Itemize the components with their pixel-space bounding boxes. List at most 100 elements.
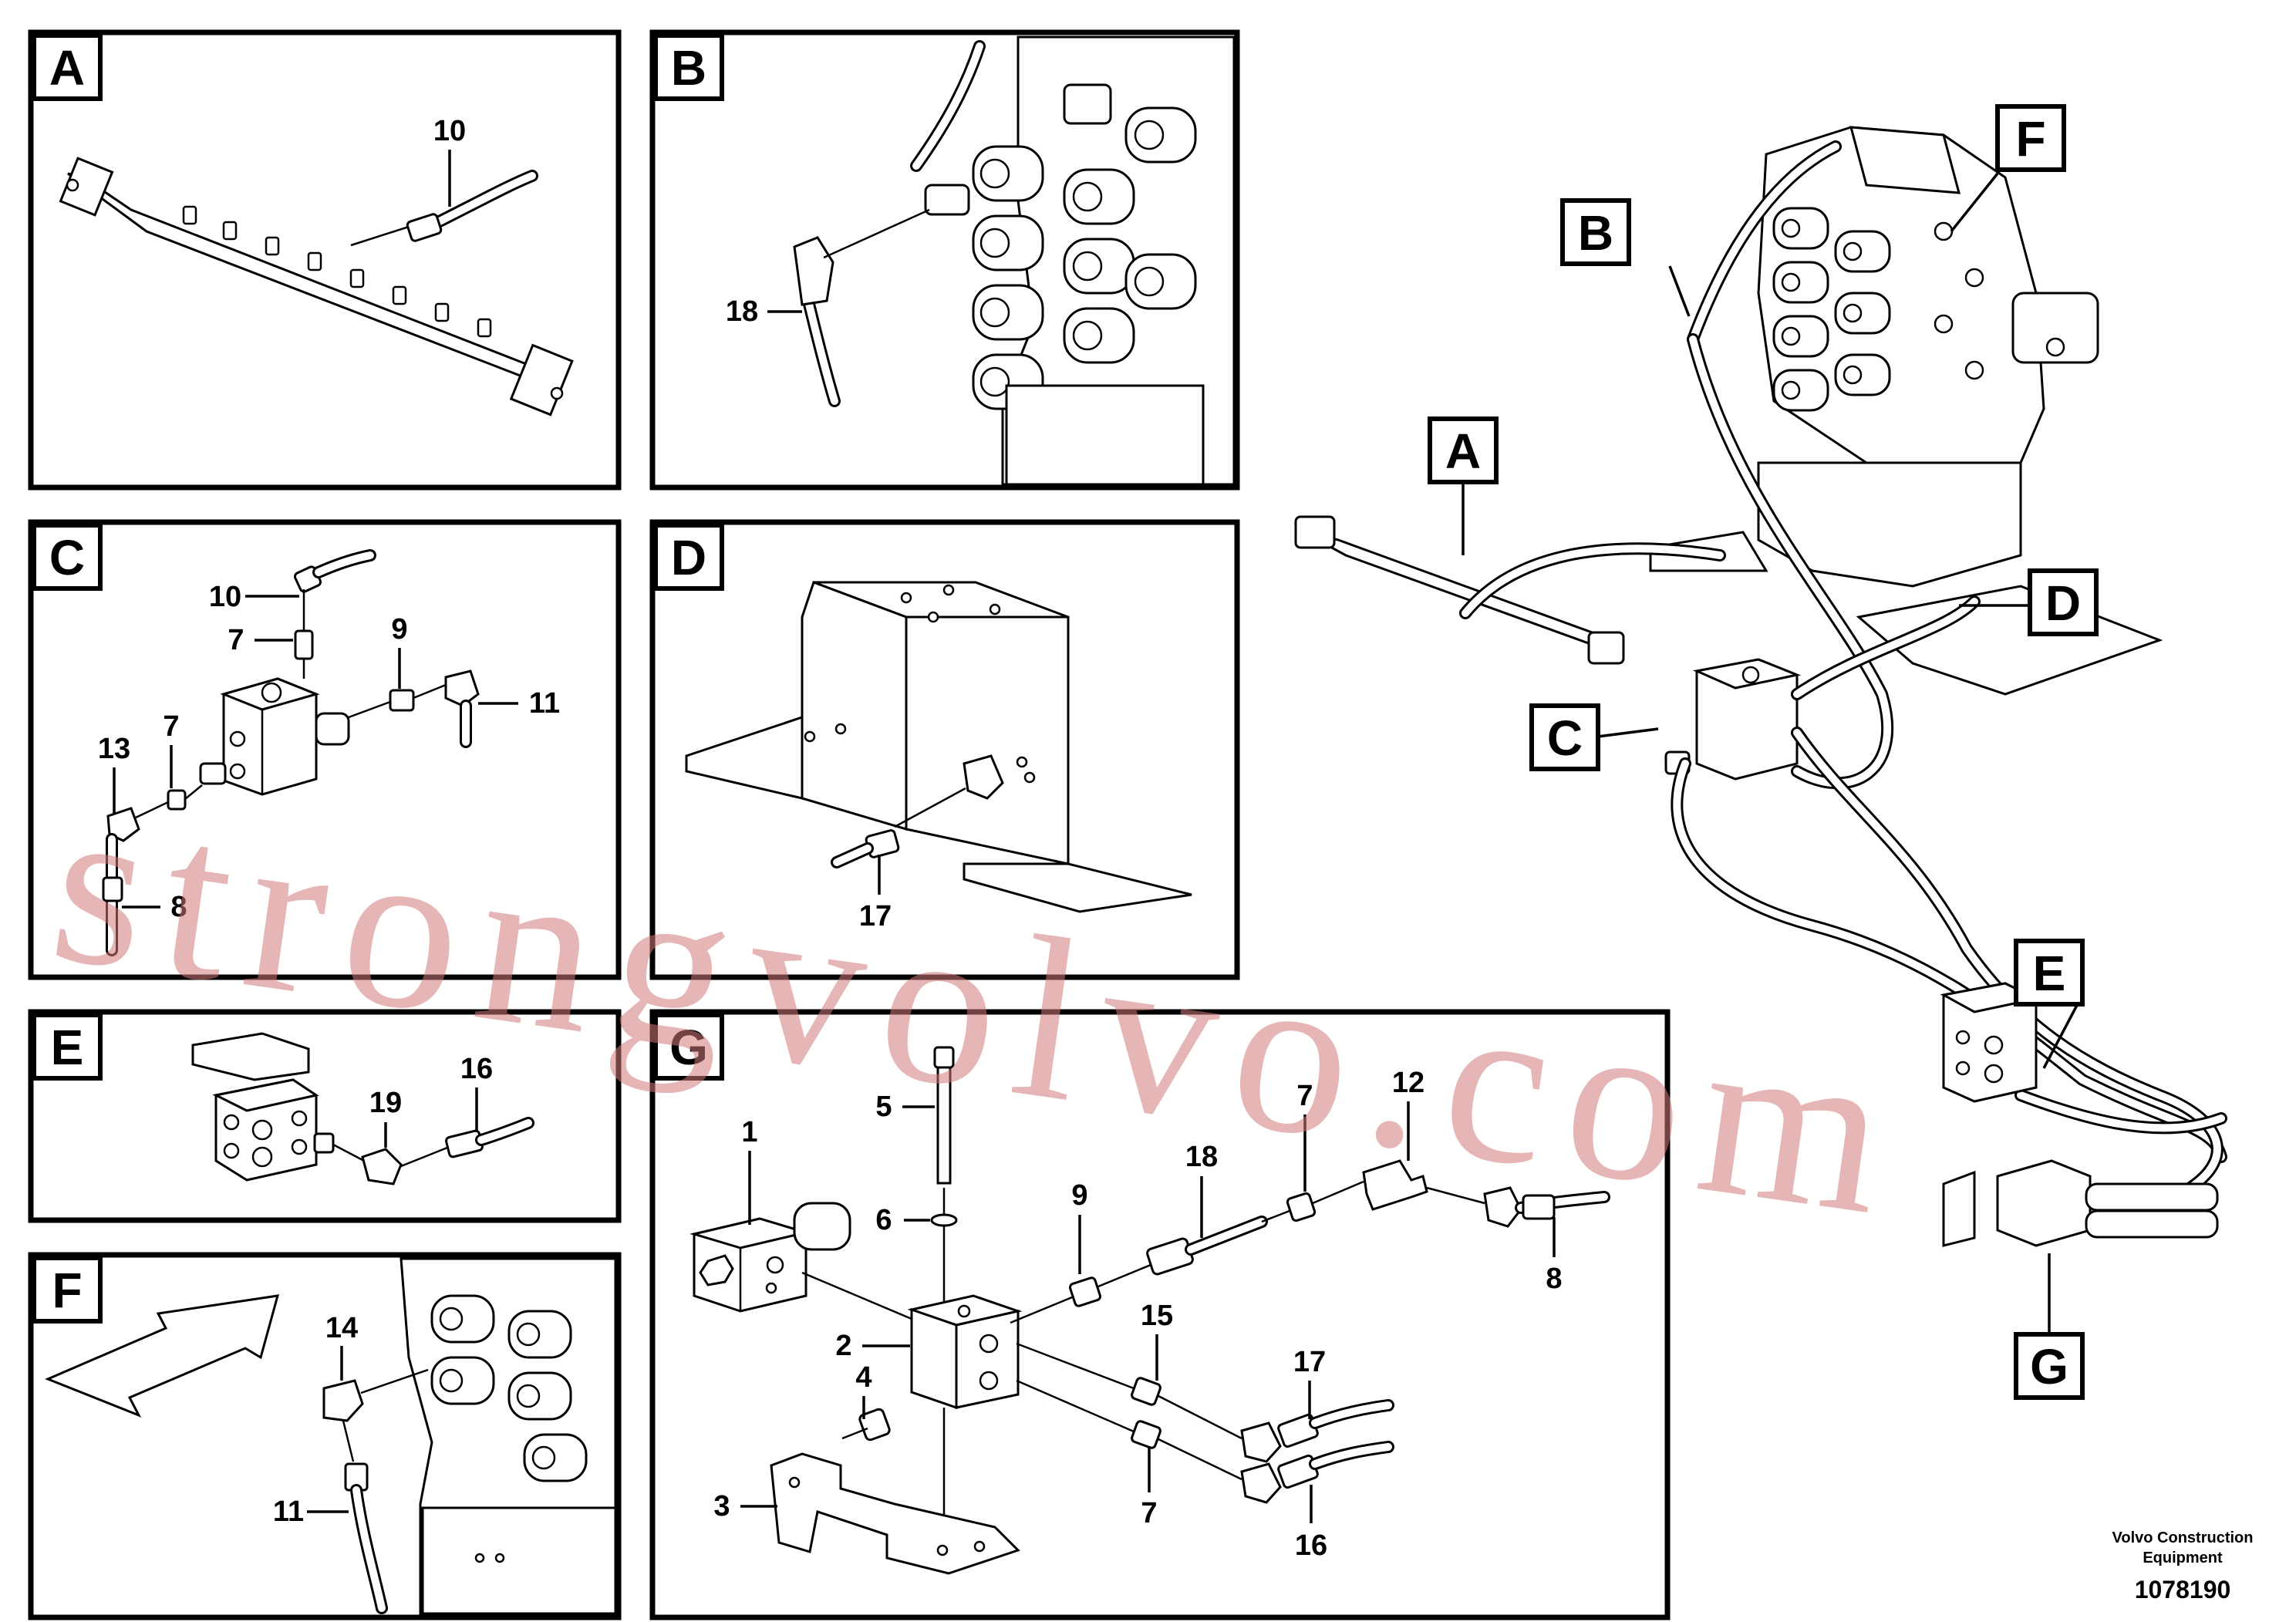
panel-e-letter: E [51,1020,84,1075]
nipple-15 [1131,1377,1161,1406]
panel-a-letter: A [49,40,85,96]
overview-manifold [1294,515,1625,665]
panel-b: B [649,29,1240,491]
pointer-d: D [1959,568,2099,636]
panel-f: F [28,1252,622,1620]
callout-c-9: 9 [391,613,407,646]
panel-d: D 17 [649,519,1240,980]
solenoid-valve-1 [689,1202,851,1313]
callout-g-16: 16 [1295,1529,1327,1562]
panel-e-tag [32,1013,103,1081]
callout-f-11: 11 [273,1496,304,1528]
overview-solenoid-block [1942,1159,2219,1247]
fittings-c [102,549,480,956]
overview-control-valve [1757,126,2099,464]
footer: Volvo Construction Equipment 1078190 [2112,1529,2254,1603]
control-valve-block-f [400,1257,617,1615]
panel-b-letter: B [671,40,706,96]
company-line-2: Equipment [2143,1549,2223,1566]
callout-g-9: 9 [1071,1179,1087,1212]
callout-d-17: 17 [859,900,892,932]
svg-text:E: E [2033,946,2066,1001]
distribution-block-2 [907,1294,1023,1410]
company-line-1: Volvo Construction [2112,1529,2254,1546]
callout-g-6: 6 [875,1204,892,1236]
pilot-hose-b [793,40,986,407]
overview-assembly [1294,126,2227,1247]
svg-text:C: C [1547,710,1583,766]
callout-g-7b: 7 [1141,1497,1157,1529]
nipple-9 [1068,1276,1102,1307]
junction-block-e [191,1032,335,1182]
callout-c-8: 8 [170,891,187,923]
callout-g-7a: 7 [1296,1080,1313,1112]
control-valve-block-b [924,35,1236,486]
bracket-3 [770,1452,1020,1575]
pointer-a: A [1428,416,1499,555]
callout-c-7b: 7 [163,710,179,743]
panel-g-letter: G [669,1020,708,1075]
hose-8 [1483,1186,1610,1228]
callout-b-18: 18 [726,295,758,328]
pressure-valve-c [199,677,350,796]
panel-d-letter: D [671,530,706,585]
panel-g: G 5 6 1 [649,1009,1671,1620]
callout-g-1: 1 [741,1116,757,1148]
hose-a [350,170,538,247]
pointer-b: B [1560,198,1691,317]
svg-text:D: D [2045,575,2081,631]
direction-arrow-f [45,1294,280,1418]
panel-a: A 10 [28,29,622,491]
mounting-bracket-d [685,581,1192,913]
callout-c-10: 10 [209,581,241,613]
distribution-manifold-a [59,157,574,416]
pointer-g: G [2014,1253,2085,1400]
svg-text:F: F [2015,111,2045,167]
nipple-7-upper [1286,1192,1317,1222]
callout-g-4: 4 [855,1361,872,1394]
callout-f-14: 14 [325,1312,358,1344]
callout-g-18: 18 [1185,1141,1218,1173]
panel-c: C [28,519,622,980]
svg-text:B: B [1578,205,1613,261]
panel-c-letter: C [49,530,85,585]
callout-a-10: 10 [433,115,466,147]
callout-g-15: 15 [1141,1300,1173,1332]
overview-pressure-valve [1664,658,1802,781]
tee-fitting-f [322,1368,429,1614]
callout-g-3: 3 [713,1490,730,1523]
callout-g-2: 2 [835,1330,851,1362]
nipple-7-lower [1131,1420,1161,1449]
panel-f-letter: F [52,1263,82,1318]
callout-g-12: 12 [1392,1067,1424,1099]
bolt-5 [933,1046,955,1185]
hose-17 [1240,1399,1394,1463]
fittings-e [332,1117,534,1185]
overview-junction-block [1940,982,2040,1103]
screw-4 [841,1408,891,1442]
svg-text:A: A [1445,423,1481,479]
panel-c-tag [32,523,103,591]
callout-c-13: 13 [98,733,130,765]
pointer-e: E [2014,939,2085,1069]
svg-text:G: G [2030,1339,2068,1394]
panel-g-tag [653,1013,724,1081]
elbow-fitting-d [831,754,1004,895]
callout-e-19: 19 [369,1087,402,1119]
callout-g-8: 8 [1546,1263,1562,1295]
hose-16 [1240,1441,1394,1504]
tee-12 [1362,1159,1428,1211]
panel-d-tag [653,523,724,591]
overview-bracket [1649,461,2163,696]
callout-g-17: 17 [1293,1346,1326,1378]
hose-18 [1146,1216,1268,1276]
panel-b-tag [653,33,724,101]
callout-c-7a: 7 [228,624,244,656]
panel-e: E 16 19 [28,1009,622,1223]
panel-f-tag [32,1256,103,1324]
panel-a-tag [32,33,103,101]
drawing-number: 1078190 [2135,1576,2231,1603]
washer-6 [930,1213,958,1227]
pointer-f: F [1950,104,2066,233]
